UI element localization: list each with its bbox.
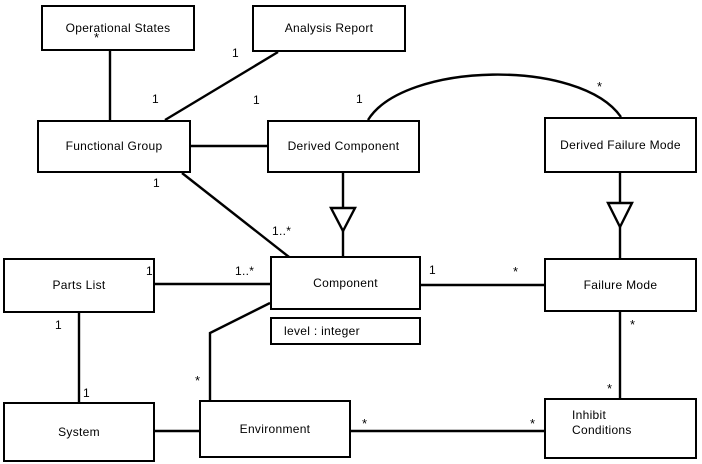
class-box-functional-group[interactable]: Functional Group bbox=[37, 120, 191, 173]
class-name-environment: Environment bbox=[239, 421, 311, 436]
class-name-parts-list: Parts List bbox=[52, 278, 106, 292]
multiplicity-operational-states-end: * bbox=[94, 30, 100, 45]
multiplicity-analysis-report-end: 1 bbox=[232, 46, 239, 60]
multiplicity-system-parts-list-end: 1 bbox=[83, 386, 90, 400]
association-functional-group-component bbox=[181, 172, 290, 258]
multiplicity-environment-inhibit-left-end: * bbox=[362, 416, 368, 431]
class-box-derived-failure-mode[interactable]: Derived Failure Mode bbox=[544, 117, 697, 173]
class-name-functional-group: Functional Group bbox=[65, 139, 163, 153]
class-box-operational-states[interactable]: Operational States bbox=[41, 5, 195, 51]
class-box-environment[interactable]: Environment bbox=[199, 400, 351, 458]
multiplicity-parts-list-right-end: 1 bbox=[146, 264, 153, 278]
multiplicity-component-failure-mode-end: 1 bbox=[429, 263, 436, 277]
multiplicity-environment-component-end: * bbox=[195, 373, 201, 388]
association-derived-component-derived-failure-mode bbox=[366, 73, 622, 121]
multiplicity-failure-mode-inhibit-top-end: * bbox=[630, 317, 636, 332]
class-name-derived-failure-mode: Derived Failure Mode bbox=[560, 137, 681, 152]
class-box-inhibit-conditions[interactable]: Inhibit Conditions bbox=[544, 398, 697, 459]
class-box-derived-component[interactable]: Derived Component bbox=[267, 120, 420, 173]
class-name-compartment: System bbox=[5, 404, 153, 460]
multiplicity-parts-list-system-end: 1 bbox=[55, 318, 62, 332]
generalization-triangle-derived-failure-mode bbox=[606, 201, 634, 230]
multiplicity-functional-group-component-end: 1 bbox=[153, 176, 160, 190]
class-box-parts-list[interactable]: Parts List bbox=[3, 258, 155, 313]
multiplicity-failure-mode-component-end: * bbox=[513, 264, 519, 279]
generalization-triangle-derived-component bbox=[329, 206, 357, 234]
class-name-compartment: Environment bbox=[201, 402, 349, 456]
class-name-compartment: Operational States bbox=[43, 7, 193, 49]
class-attributes-component: level : integer bbox=[270, 317, 421, 345]
class-name-compartment: Derived Component bbox=[269, 122, 418, 171]
class-box-failure-mode[interactable]: Failure Mode bbox=[544, 258, 697, 312]
class-name-compartment: Failure Mode bbox=[546, 260, 695, 310]
class-name-compartment: Component bbox=[272, 258, 419, 308]
multiplicity-functional-group-top-end: 1 bbox=[152, 92, 159, 106]
class-name-operational-states: Operational States bbox=[65, 20, 171, 35]
attribute-level: level : integer bbox=[284, 324, 360, 338]
multiplicity-component-functional-group-end: 1..* bbox=[272, 224, 292, 238]
class-name-inhibit-conditions: Inhibit Conditions bbox=[572, 408, 632, 437]
class-name-component: Component bbox=[313, 275, 378, 290]
class-name-failure-mode: Failure Mode bbox=[583, 277, 658, 292]
class-name-analysis-report: Analysis Report bbox=[284, 21, 374, 35]
multiplicity-inhibit-failure-mode-end: * bbox=[607, 381, 613, 396]
class-box-component[interactable]: Component bbox=[270, 256, 421, 310]
multiplicity-derived-component-curve-end: 1 bbox=[356, 92, 363, 106]
class-name-system: System bbox=[58, 424, 100, 439]
multiplicity-derived-component-left-end: 1 bbox=[253, 93, 260, 107]
class-box-system[interactable]: System bbox=[3, 402, 155, 462]
association-environment-component bbox=[208, 301, 271, 400]
class-name-compartment: Parts List bbox=[5, 260, 153, 311]
association-analysis-report-functional-group bbox=[164, 50, 279, 122]
class-box-analysis-report[interactable]: Analysis Report bbox=[252, 5, 406, 52]
multiplicity-derived-failure-mode-curve-end: * bbox=[597, 79, 603, 94]
class-name-compartment: Analysis Report bbox=[254, 7, 404, 50]
multiplicity-inhibit-environment-end: * bbox=[530, 416, 536, 431]
class-name-compartment: Functional Group bbox=[39, 122, 189, 171]
class-name-derived-component: Derived Component bbox=[287, 139, 400, 153]
class-name-compartment: Inhibit Conditions bbox=[546, 400, 695, 457]
multiplicity-component-parts-list-end: 1..* bbox=[235, 264, 255, 278]
class-name-compartment: Derived Failure Mode bbox=[546, 119, 695, 171]
